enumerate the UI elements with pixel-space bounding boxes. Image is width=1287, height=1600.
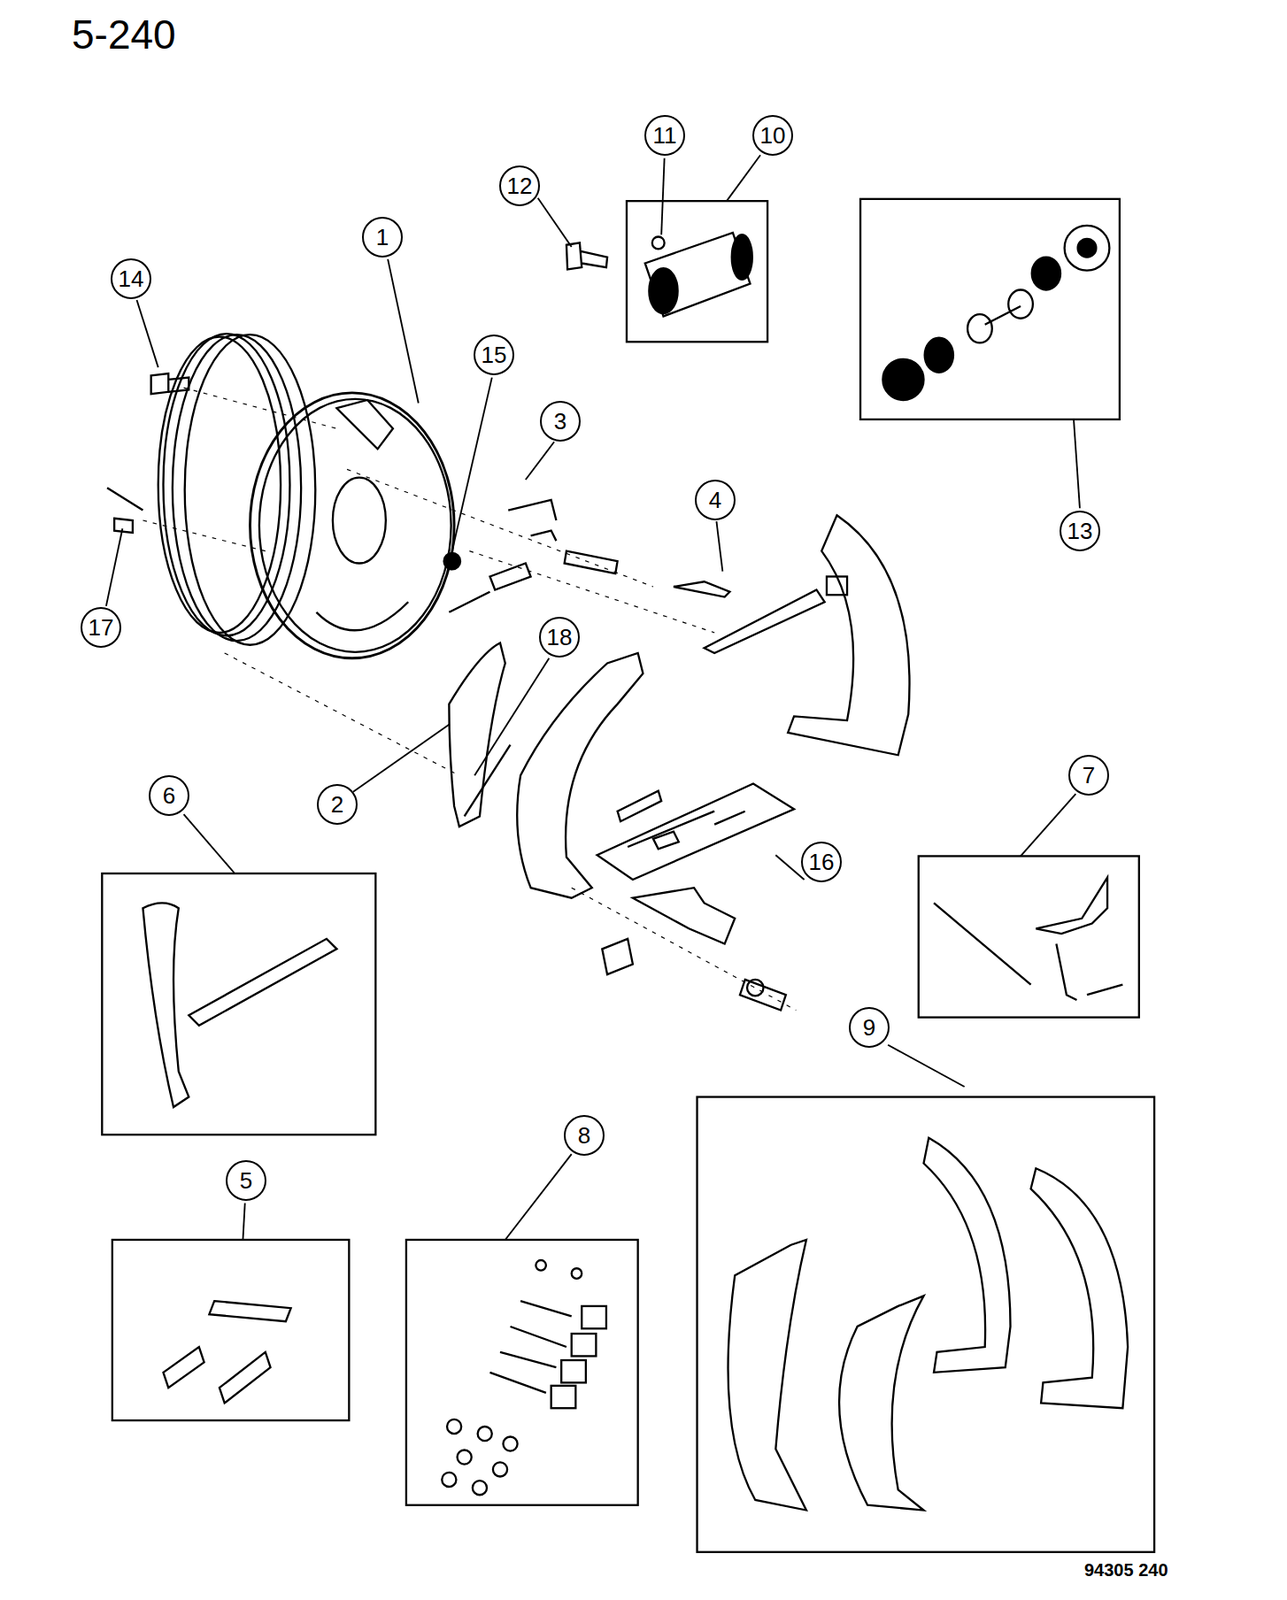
callout-circle: 18 bbox=[539, 616, 580, 658]
callout-circle: 5 bbox=[225, 1160, 267, 1202]
adjuster-screw bbox=[627, 811, 746, 850]
brake-shoe bbox=[787, 515, 910, 756]
callout-circle: 2 bbox=[316, 784, 358, 825]
callout-number: 14 bbox=[118, 267, 145, 291]
lever bbox=[704, 589, 825, 653]
hold-down-kit bbox=[441, 1260, 607, 1496]
callout-number: 10 bbox=[760, 123, 787, 147]
callout-number: 2 bbox=[331, 793, 344, 817]
cylinder-kit bbox=[882, 225, 1110, 401]
brake-shoe-set bbox=[728, 1138, 1129, 1511]
spring-kit bbox=[162, 1301, 291, 1403]
brake-drum bbox=[158, 333, 316, 646]
callout-number: 6 bbox=[162, 784, 176, 808]
callout-circle: 15 bbox=[473, 334, 515, 376]
callout-circle: 13 bbox=[1059, 510, 1101, 552]
callout-circle: 16 bbox=[801, 841, 842, 883]
callout-number: 9 bbox=[863, 1016, 876, 1040]
parking-lever bbox=[448, 642, 505, 827]
kit-box bbox=[918, 855, 1140, 1018]
lever bbox=[188, 939, 337, 1026]
callout-number: 4 bbox=[709, 488, 722, 512]
callout-number: 13 bbox=[1067, 519, 1094, 543]
assembly-lines bbox=[142, 387, 796, 1010]
callout-circle: 12 bbox=[499, 165, 540, 207]
callout-number: 8 bbox=[577, 1124, 591, 1148]
callout-circle: 6 bbox=[148, 775, 190, 817]
strut bbox=[464, 745, 511, 817]
spring bbox=[826, 576, 848, 595]
kit-box bbox=[112, 1240, 350, 1421]
bolt bbox=[151, 373, 190, 394]
brake-shoe bbox=[516, 653, 643, 899]
callout-circle: 14 bbox=[110, 258, 152, 300]
parking-lever bbox=[142, 902, 189, 1108]
callout-number: 5 bbox=[239, 1169, 253, 1193]
callout-number: 15 bbox=[481, 343, 508, 367]
kit-box bbox=[101, 873, 376, 1135]
hardware bbox=[601, 887, 787, 1010]
callout-number: 18 bbox=[547, 625, 573, 649]
callout-circle: 10 bbox=[752, 115, 794, 156]
adjuster-kit bbox=[933, 878, 1123, 1001]
callout-number: 1 bbox=[376, 225, 389, 249]
page-number: 5-240 bbox=[71, 14, 177, 55]
callout-circle: 8 bbox=[563, 1115, 605, 1156]
spring bbox=[617, 791, 663, 823]
callout-number: 11 bbox=[653, 123, 678, 147]
callout-circle: 3 bbox=[539, 400, 581, 442]
callout-number: 3 bbox=[554, 409, 567, 433]
leader-lines bbox=[106, 154, 1080, 1241]
kit-box bbox=[860, 199, 1120, 420]
kit-box bbox=[626, 200, 768, 342]
callout-number: 12 bbox=[507, 174, 533, 198]
bolt bbox=[566, 242, 608, 270]
callout-circle: 7 bbox=[1068, 755, 1110, 796]
backing-plate bbox=[249, 393, 455, 659]
callout-circle: 9 bbox=[848, 1007, 890, 1049]
wheel-cylinder bbox=[645, 232, 753, 317]
springs bbox=[107, 487, 730, 613]
callout-circle: 4 bbox=[694, 479, 736, 521]
kit-box bbox=[697, 1097, 1156, 1553]
callout-circle: 1 bbox=[362, 216, 403, 258]
figure-code: 94305 240 bbox=[1084, 1561, 1169, 1580]
callout-number: 17 bbox=[88, 616, 115, 640]
kit-box bbox=[597, 784, 795, 880]
kit-box bbox=[406, 1240, 639, 1506]
callout-number: 7 bbox=[1082, 763, 1095, 787]
callout-circle: 11 bbox=[644, 115, 686, 156]
callout-number: 16 bbox=[809, 850, 835, 874]
callout-circle: 17 bbox=[80, 607, 122, 648]
